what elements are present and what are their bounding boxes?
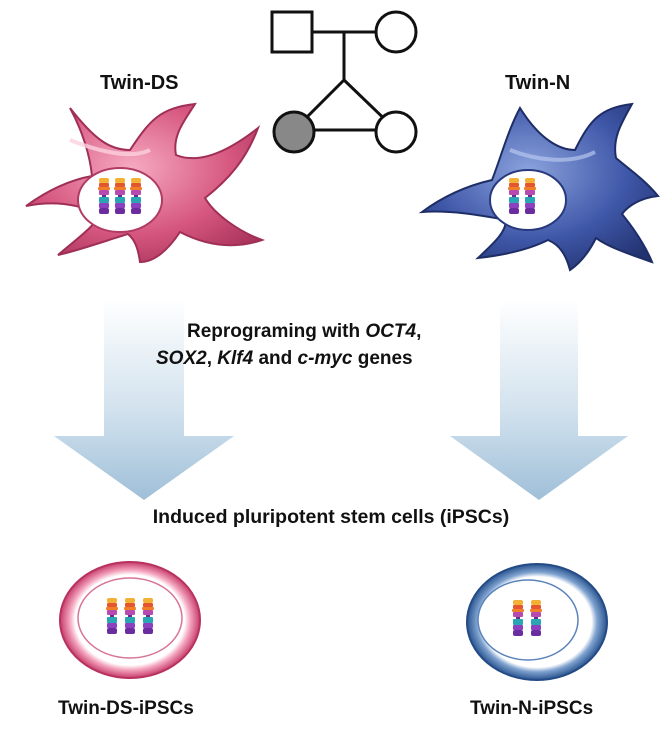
twin-n-ipscs-label: Twin-N-iPSCs xyxy=(470,698,594,719)
twin-n-fibroblast xyxy=(418,102,660,272)
twin-ds-label: Twin-DS xyxy=(100,72,179,94)
reprog-genes: genes xyxy=(352,348,413,369)
twin-ds-ipscs-label: Twin-DS-iPSCs xyxy=(58,698,194,719)
reprog-comma-1: , xyxy=(416,321,422,342)
reprog-comma-2: , xyxy=(206,348,218,369)
right-down-arrow xyxy=(450,300,628,500)
pedigree-father-square xyxy=(270,10,314,54)
gene-sox2: SOX2 xyxy=(156,348,207,369)
twin-ds-ipsc-cell xyxy=(59,561,201,679)
pedigree-mother-circle xyxy=(374,10,418,54)
twin-n-label: Twin-N xyxy=(505,72,571,94)
reprogramming-line-1: Reprograming with OCT4, xyxy=(187,318,421,345)
pedigree-twin-unaffected-circle xyxy=(374,110,418,154)
reprogramming-caption: Reprograming with OCT4, SOX2, Klf4 and c… xyxy=(156,318,421,372)
twin-n-ipsc-cell xyxy=(466,563,608,681)
twin-ds-fibroblast xyxy=(25,102,266,264)
pedigree-twin-triangle xyxy=(290,77,400,132)
gene-oct4: OCT4 xyxy=(365,321,417,342)
pedigree-twin-affected-circle xyxy=(272,110,316,154)
left-down-arrow xyxy=(54,300,234,500)
reprog-and: and xyxy=(253,348,298,369)
ipsc-title: Induced pluripotent stem cells (iPSCs) xyxy=(152,506,510,528)
gene-cmyc: c-myc xyxy=(297,348,353,369)
pedigree xyxy=(270,10,418,154)
reprogramming-line-2: SOX2, Klf4 and c-myc genes xyxy=(156,345,421,372)
reprog-text-1: Reprograming with xyxy=(187,321,366,342)
gene-klf4: Klf4 xyxy=(217,348,254,369)
